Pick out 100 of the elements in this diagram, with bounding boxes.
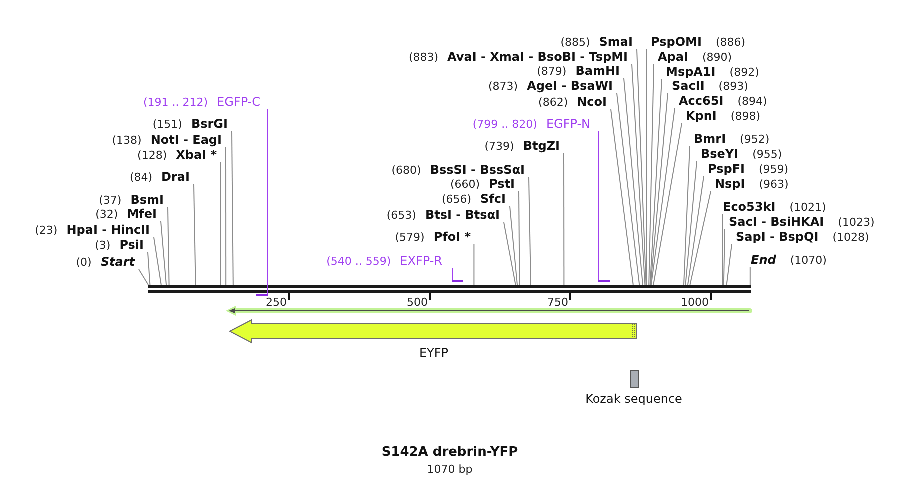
site-number: (579)	[395, 230, 425, 244]
scale-number: 250	[266, 296, 287, 309]
leader-line	[160, 221, 167, 286]
site-number: (886)	[716, 34, 746, 50]
enzyme-name: ApaI	[658, 50, 688, 64]
site-number: (879)	[537, 64, 567, 78]
sequence-start-label: Start	[100, 254, 135, 270]
site-number: (84)	[130, 170, 153, 184]
leader-line	[648, 64, 654, 286]
enzyme-name: SacII	[672, 78, 705, 94]
leader-line	[510, 206, 518, 286]
primer-range: (191 .. 212)	[143, 94, 208, 110]
site-number: (890)	[702, 50, 732, 64]
leader-line	[528, 177, 532, 286]
leader-line	[610, 109, 634, 286]
leader-line	[650, 93, 668, 286]
enzyme-name: Eco53kI	[723, 200, 776, 214]
enzyme-name: BamHI	[576, 64, 620, 78]
leader-line	[632, 64, 646, 286]
leader-line	[168, 207, 170, 286]
site-number: (653)	[386, 208, 416, 222]
enzyme-name: BtsI - BtsαI	[425, 208, 500, 222]
site-number: (0)	[76, 254, 92, 270]
enzyme-name: XbaI *	[176, 148, 217, 162]
leader-line	[685, 161, 698, 286]
enzyme-name: AgeI - BsaWI	[527, 78, 613, 94]
reading-frame-line	[226, 306, 753, 316]
site-number: (959)	[758, 162, 789, 176]
enzyme-name: PspOMI	[651, 34, 702, 50]
enzyme-name: SapI - BspQI	[736, 230, 819, 244]
enzyme-name: BtgZI	[523, 138, 560, 154]
enzyme-name: BsmI	[130, 192, 164, 208]
site-number: (1070)	[790, 252, 827, 268]
site-number: (955)	[752, 146, 782, 162]
site-number: (1023)	[838, 214, 875, 230]
enzyme-name: PspFI	[708, 162, 745, 176]
map-title: S142A drebrin-YFP	[382, 445, 518, 460]
enzyme-name: SacI - BsiHKAI	[729, 214, 824, 230]
enzyme-name: DraI	[162, 170, 190, 184]
leader-line	[688, 176, 704, 286]
site-number: (656)	[442, 192, 472, 206]
enzyme-name: MspA1I	[666, 64, 716, 80]
enzyme-name: SmaI	[599, 34, 633, 50]
site-number: (963)	[759, 176, 789, 192]
leader-line	[750, 267, 751, 286]
site-number: (1021)	[790, 200, 826, 214]
scale-number: 500	[407, 296, 428, 309]
site-number: (32)	[96, 206, 118, 222]
enzyme-name: BmrI	[694, 132, 726, 146]
leader-line	[636, 49, 647, 286]
enzyme-name: BssSI - BssSαI	[430, 162, 525, 178]
primer-name: EGFP-N	[546, 116, 590, 132]
leader-line	[504, 222, 516, 286]
site-number: (660)	[450, 176, 480, 192]
leader-line	[650, 108, 676, 286]
site-number: (128)	[138, 148, 168, 162]
scale-number: 1000	[681, 296, 709, 309]
site-number: (1028)	[832, 230, 870, 244]
enzyme-name: AvaI - XmaI - BsoBI - TspMI	[448, 50, 628, 64]
site-number: (680)	[392, 162, 422, 178]
sequence-end-label: End	[751, 252, 776, 268]
enzyme-name: Acc65I	[679, 94, 724, 108]
leader-line	[723, 229, 726, 286]
site-number: (873)	[488, 78, 518, 94]
site-number: (862)	[538, 94, 568, 110]
leader-line	[518, 191, 520, 286]
enzyme-name: PfoI *	[434, 230, 471, 244]
enzyme-name: PstI	[489, 176, 515, 192]
leader-line	[452, 268, 453, 280]
leader-line	[148, 252, 151, 286]
site-number: (893)	[718, 78, 748, 94]
enzyme-name: BseYI	[701, 146, 739, 162]
leader-line	[598, 131, 599, 280]
leader-line	[726, 244, 732, 286]
leader-line	[564, 153, 565, 286]
scale-number: 750	[548, 296, 568, 309]
enzyme-name: BsrGI	[191, 116, 228, 132]
enzyme-name: NcoI	[577, 94, 607, 110]
sequence-backbone	[148, 285, 751, 293]
enzyme-name: NspI	[715, 176, 746, 192]
feature-label: EYFP	[419, 346, 449, 360]
site-number: (739)	[484, 138, 514, 154]
leader-line	[616, 93, 640, 286]
enzyme-name: SfcI	[480, 192, 506, 206]
site-number: (898)	[730, 108, 760, 124]
leader-line	[684, 146, 690, 286]
leader-line	[650, 79, 662, 286]
primer-name: EGFP-C	[217, 94, 260, 110]
leader-line	[232, 131, 234, 286]
leader-line	[194, 184, 196, 286]
leader-line	[267, 109, 268, 294]
primer-range: (540 .. 559)	[326, 254, 392, 268]
leader-line	[220, 162, 221, 286]
enzyme-name: HpaI - HincII	[66, 222, 150, 238]
site-number: (892)	[730, 64, 760, 80]
leader-line	[624, 78, 644, 286]
site-number: (23)	[35, 222, 58, 238]
site-number: (37)	[99, 192, 122, 208]
enzyme-name: PsiI	[120, 238, 144, 252]
enzyme-name: NotI - EagI	[150, 132, 222, 148]
